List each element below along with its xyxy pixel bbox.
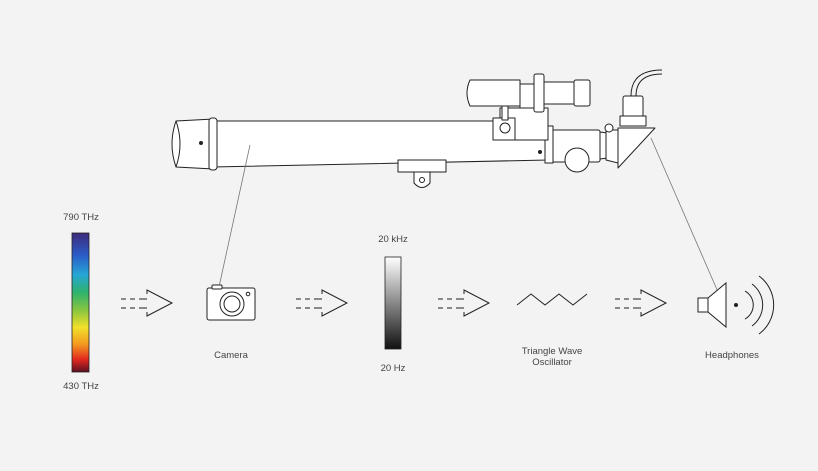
finder-scope [466, 79, 521, 107]
spectrum-bottom-label: 430 THz [63, 381, 99, 392]
headphones-pointer-line [650, 137, 719, 293]
speaker-icon [697, 275, 775, 335]
arrow-frequency-to-oscillator [438, 289, 491, 317]
camera-pointer-line [218, 144, 251, 288]
oscillator-label-line1: Triangle Wave [521, 346, 583, 357]
focus-knob [564, 147, 590, 173]
telescope [171, 69, 663, 188]
arrow-spectrum-to-camera [121, 289, 174, 317]
oscillator-label: Triangle Wave Oscillator [506, 346, 598, 368]
eyepiece-cable [630, 69, 663, 97]
spectrum-top-label: 790 THz [63, 212, 99, 223]
headphones-label: Headphones [705, 350, 759, 361]
star-diagonal [617, 127, 656, 169]
camera-label: Camera [214, 350, 248, 361]
arrow-oscillator-to-headphones [615, 289, 668, 317]
arrow-camera-to-frequency [296, 289, 349, 317]
oscillator-label-line2: Oscillator [532, 357, 572, 368]
triangle-wave-icon [516, 293, 588, 306]
audio-frequency-bar [384, 256, 402, 350]
camera-icon [206, 284, 256, 321]
frequency-bottom-label: 20 Hz [380, 363, 406, 374]
telescope-lens-hood [171, 118, 215, 170]
visible-spectrum-bar [71, 232, 90, 373]
frequency-top-label: 20 kHz [378, 234, 408, 245]
